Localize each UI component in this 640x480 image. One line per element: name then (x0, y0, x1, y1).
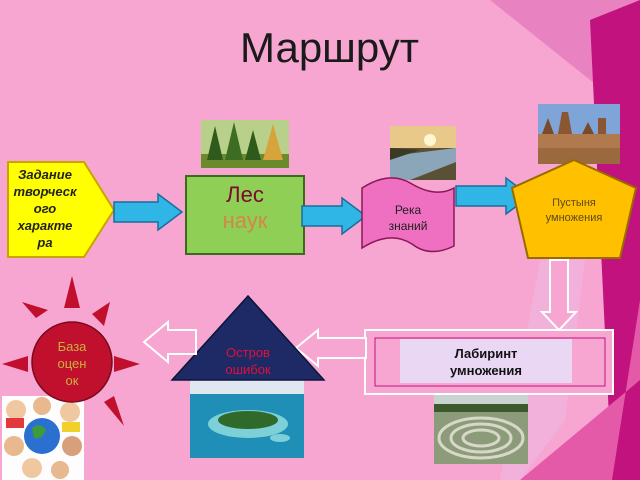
task-label-line: ого (33, 201, 57, 216)
labyrinth-photo (434, 394, 528, 464)
labyrinth-inner-frame (374, 337, 606, 387)
forest-label-line: наук (222, 208, 268, 233)
forest-photo (201, 120, 289, 168)
task-label-line: характе (17, 218, 73, 233)
forest-label: Лес наук (186, 182, 304, 234)
arrow-island-base (142, 319, 197, 365)
task-label: Задание творческ ого характе ра (4, 166, 86, 251)
desert-label-line: Пустыня (552, 197, 596, 209)
river-photo (390, 126, 456, 180)
river-banner (361, 177, 455, 253)
labyrinth-label-box (400, 339, 572, 383)
base-label: База оцен ок (44, 338, 100, 389)
forest-label-line: Лес (226, 182, 264, 207)
river-label-line: Река (394, 203, 422, 217)
decor-band-lower (520, 300, 640, 480)
island-triangle (170, 294, 326, 381)
task-label-line: Задание (18, 167, 72, 182)
labyrinth-label: Лабиринт умножения (400, 345, 572, 379)
desert-photo (538, 104, 620, 164)
forest-box (185, 175, 305, 255)
base-label-line: База (57, 339, 87, 354)
island-label: Остров ошибок (206, 344, 290, 378)
arrow-forest-river (301, 196, 368, 236)
labyrinth-label-line: умножения (449, 363, 522, 378)
base-label-line: ок (65, 373, 79, 388)
island-label-line: Остров (226, 345, 270, 360)
arrow-labyrinth-island (294, 327, 367, 369)
desert-label-line: умножения (545, 212, 603, 224)
task-shape (7, 161, 116, 258)
base-label-line: оцен (57, 356, 87, 371)
task-label-line: творческ (13, 184, 77, 199)
arrow-task-forest (113, 192, 184, 232)
island-label-line: ошибок (225, 362, 271, 377)
arrow-desert-labyrinth (539, 259, 579, 332)
desert-pentagon (510, 158, 638, 259)
desert-label: Пустыня умножения (528, 196, 620, 226)
page-title: Маршрут (240, 24, 419, 71)
island-photo (190, 380, 304, 458)
labyrinth-label-line: Лабиринт (454, 346, 518, 361)
task-label-line: ра (37, 235, 53, 250)
sun-shape (2, 276, 140, 426)
children-photo (2, 396, 84, 480)
river-label: Река знаний (374, 202, 442, 234)
river-label-line: знаний (388, 219, 428, 233)
